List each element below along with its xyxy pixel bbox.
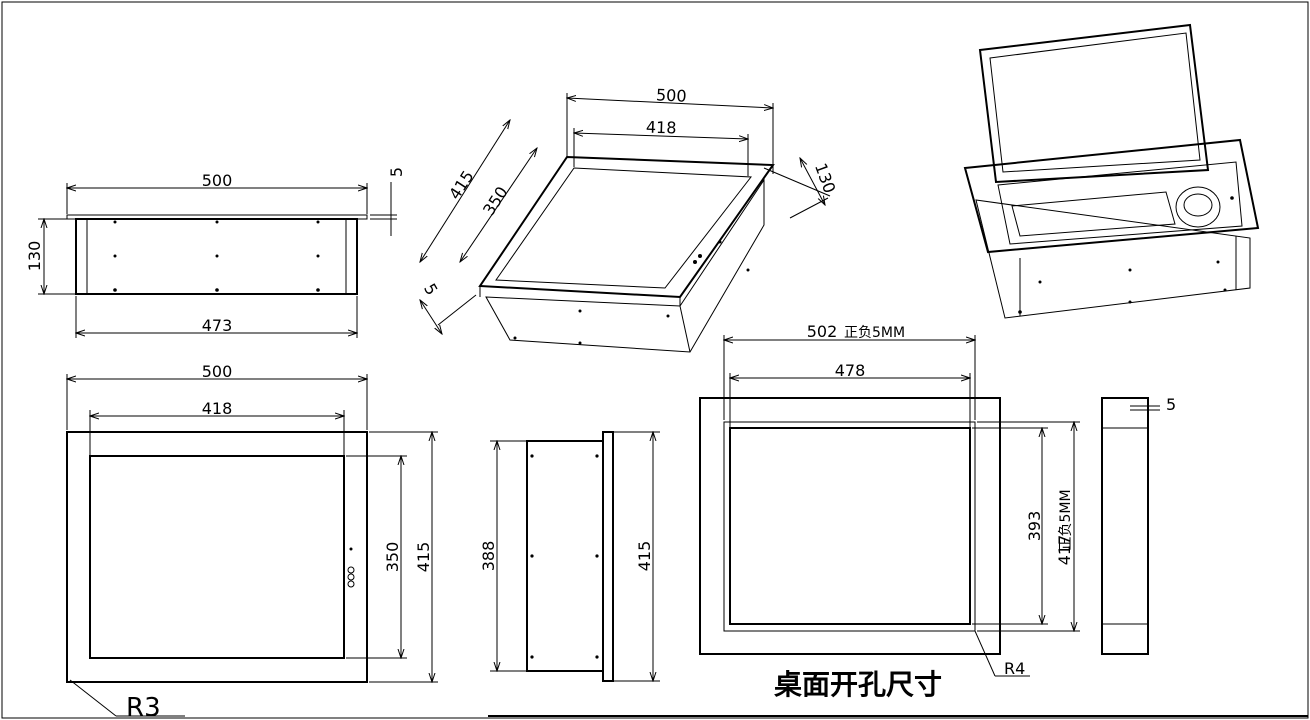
iso-outer-width-label: 500 [656,85,687,106]
product-body [975,199,1251,319]
product-3d-view [963,23,1260,319]
front-view: 500 5 130 473 [25,167,406,338]
side-view: 388 415 [479,431,660,682]
side-body [526,440,604,672]
iso-box-body [485,178,765,353]
plan-outer-width-label: 500 [202,362,233,381]
iso-flange-label: 5 [420,280,442,298]
iso-height-label: 130 [811,161,839,196]
tray-top [963,138,1260,254]
plan-outer [66,431,368,683]
cutout-width-label: 502 [807,322,838,341]
front-width-bottom-label: 473 [202,316,233,335]
front-body [75,218,358,295]
cutout-title: 桌面开孔尺寸 [774,668,942,701]
cutout-width-tolerance: 正负5MM [844,325,905,341]
cutout-radius-label: R4 [1004,659,1025,678]
iso-frame-outer [478,155,775,299]
cup-holder [1175,186,1221,228]
isometric-frame-view: 500 418 415 350 130 5 [420,85,839,353]
cutout-height-tolerance: 正负5MM [1058,489,1074,550]
lcd-screen [989,32,1201,173]
iso-inner-depth-label: 350 [479,183,512,219]
plan-radius-label: R3 [126,693,161,720]
cutout-outer-board [699,397,1001,655]
side-body-height-label: 388 [479,541,498,572]
edge-view: 5 [1101,395,1176,655]
iso-frame-inner [495,167,752,289]
plan-view: 500 418 350 415 R3 [66,362,438,720]
edge-thickness-label: 5 [1166,395,1176,414]
lcd-lid-outer [978,23,1210,184]
iso-outer-depth-label: 415 [445,167,478,203]
storage-slot [1011,191,1176,237]
cutout-inner-width-label: 478 [835,361,866,380]
edge-outer [1101,397,1149,655]
side-flange-height-label: 415 [635,541,654,572]
cutout-view: 502 正负5MM 478 393 417 正负5MM R4 桌面开孔尺寸 [699,322,1080,701]
plan-inner-height-label: 350 [383,542,402,573]
plan-outer-height-label: 415 [414,542,433,573]
cutout-inner [729,427,971,625]
cutout-inner-height-label: 393 [1025,511,1044,542]
iso-inner-width-label: 418 [646,117,677,137]
plan-inner [89,455,345,659]
front-width-top-label: 500 [202,171,233,190]
front-thickness-label: 5 [387,167,406,177]
side-flange [602,431,614,682]
plan-inner-width-label: 418 [202,399,233,418]
cutout-height-label: 417 [1055,535,1074,566]
cutout-hole [723,421,976,632]
front-height-label: 130 [25,241,44,272]
